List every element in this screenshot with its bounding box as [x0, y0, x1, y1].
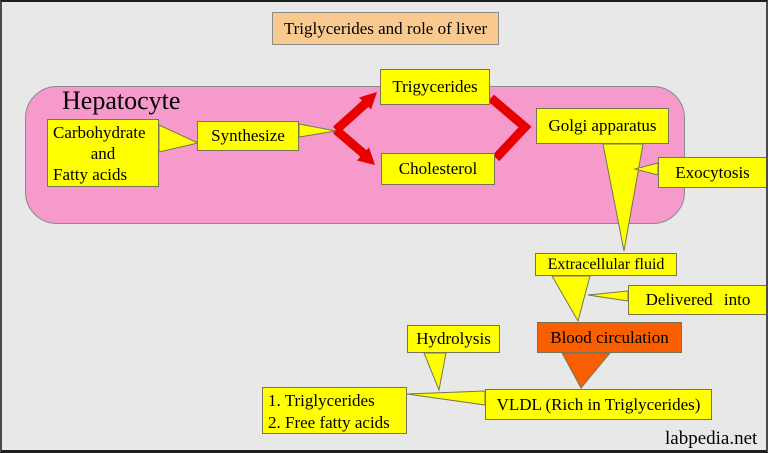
- hepatocyte-label: Hepatocyte: [62, 86, 181, 115]
- extracellular-label: Extracellular fluid: [547, 255, 665, 273]
- substrate-line3: Fatty acids: [53, 165, 128, 184]
- blood-circulation-label: Blood circulation: [550, 327, 669, 347]
- synthesize-output-pointer: [298, 123, 337, 138]
- vldl-label: VLDL (Rich in Triglycerides): [496, 394, 701, 414]
- red-split-arrow: [332, 92, 377, 165]
- exocytosis-label: Exocytosis: [675, 162, 750, 182]
- node-blood-circulation: Blood circulation: [537, 322, 682, 353]
- synthesize-label: Synthesize: [211, 126, 285, 145]
- node-carbohydrate-fatty-acids: Carbohydrate and Fatty acids: [47, 119, 159, 187]
- vldl-to-products-pointer: [406, 390, 486, 406]
- node-vldl: VLDL (Rich in Triglycerides): [485, 389, 712, 420]
- node-synthesize: Synthesize: [197, 121, 299, 151]
- node-hydrolysis-products: 1. Triglycerides 2. Free fatty acids: [262, 387, 407, 434]
- substrate-line2: and: [90, 144, 116, 163]
- delivered-into-pointer: [587, 290, 629, 302]
- node-extracellular-fluid: Extracellular fluid: [535, 253, 677, 276]
- node-cholesterol: Cholesterol: [381, 153, 495, 185]
- products-line2: 2. Free fatty acids: [268, 413, 390, 432]
- blood-to-vldl-pointer: [561, 352, 612, 389]
- delivered-label: Delivered into: [645, 290, 751, 309]
- products-line1: 1. Triglycerides: [268, 391, 375, 410]
- diagram-title-label: Triglycerides and role of liver: [283, 18, 488, 38]
- node-golgi-apparatus: Golgi apparatus: [536, 108, 669, 144]
- hydrolysis-pointer: [423, 352, 447, 392]
- substrate-to-synthesize-pointer: [158, 124, 200, 153]
- node-triglycerides: Trigycerides: [380, 69, 490, 105]
- golgi-to-extracellular-pointer: [602, 143, 644, 252]
- cholesterol-label: Cholesterol: [398, 159, 478, 178]
- node-exocytosis: Exocytosis: [658, 157, 766, 188]
- diagram-title: Triglycerides and role of liver: [272, 12, 499, 45]
- extracellular-to-blood-pointer: [551, 275, 591, 323]
- node-delivered-into: Delivered into: [628, 285, 766, 315]
- watermark-labpedia: labpedia.net: [665, 428, 758, 449]
- golgi-label: Golgi apparatus: [548, 116, 657, 135]
- triglycerides-label: Trigycerides: [392, 77, 478, 96]
- hydrolysis-label: Hydrolysis: [416, 329, 491, 348]
- red-converge-arrow: [488, 94, 532, 162]
- substrate-line1: Carbohydrate: [53, 123, 146, 142]
- node-hydrolysis: Hydrolysis: [407, 325, 500, 353]
